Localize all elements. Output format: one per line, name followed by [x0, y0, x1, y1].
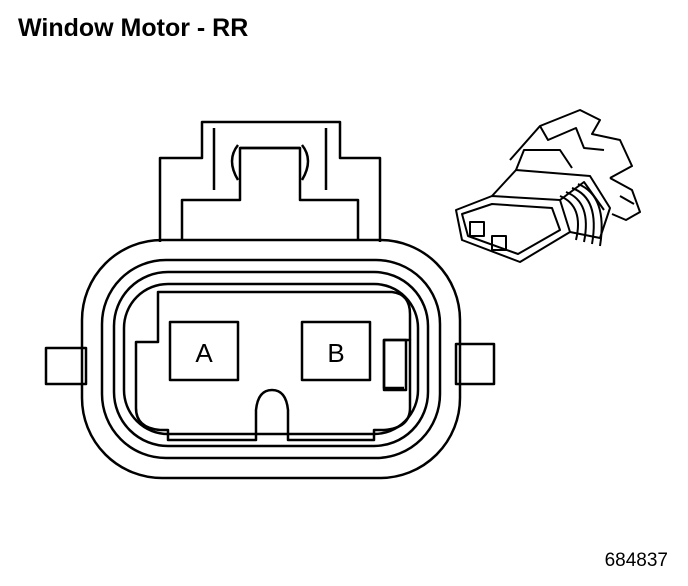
latch-housing-outer	[158, 120, 382, 242]
body-outer	[80, 238, 462, 480]
pin-label-a: A	[195, 338, 213, 368]
body-ring-2	[112, 270, 430, 448]
plug-latch-2	[539, 125, 605, 151]
body-ring-3	[122, 282, 420, 436]
rib-1	[559, 195, 579, 241]
left-ear	[44, 346, 88, 386]
cavity-top	[156, 290, 412, 340]
pin-label-b: B	[327, 338, 344, 368]
latch-housing-inner	[180, 146, 360, 240]
plug-front-inner	[461, 203, 561, 255]
plug-rear	[609, 177, 641, 221]
plug-body	[491, 169, 611, 239]
rib-4	[577, 183, 603, 247]
latch-tab	[212, 128, 328, 190]
pin-block-a	[168, 320, 240, 382]
plug-socket-2	[491, 235, 507, 251]
connector-side-icon	[455, 109, 641, 263]
plug-socket-1	[469, 221, 485, 237]
connector-face-icon	[44, 120, 496, 480]
right-ear	[454, 342, 496, 386]
rib-3	[571, 187, 595, 245]
latch-tab-curve-left	[230, 144, 240, 181]
rib-2	[565, 191, 587, 243]
plug-latch	[509, 109, 633, 179]
latch-tab-curve-right	[300, 144, 310, 181]
plug-latch-3	[515, 149, 573, 171]
diagram-title: Window Motor - RR	[18, 14, 249, 42]
cavity-outline	[134, 298, 412, 442]
plug-rear-2	[619, 195, 635, 205]
body-ring-1	[100, 258, 442, 460]
figure-id: 684837	[604, 550, 668, 571]
pin-block-b	[300, 320, 372, 382]
key-slot-right	[382, 338, 408, 392]
